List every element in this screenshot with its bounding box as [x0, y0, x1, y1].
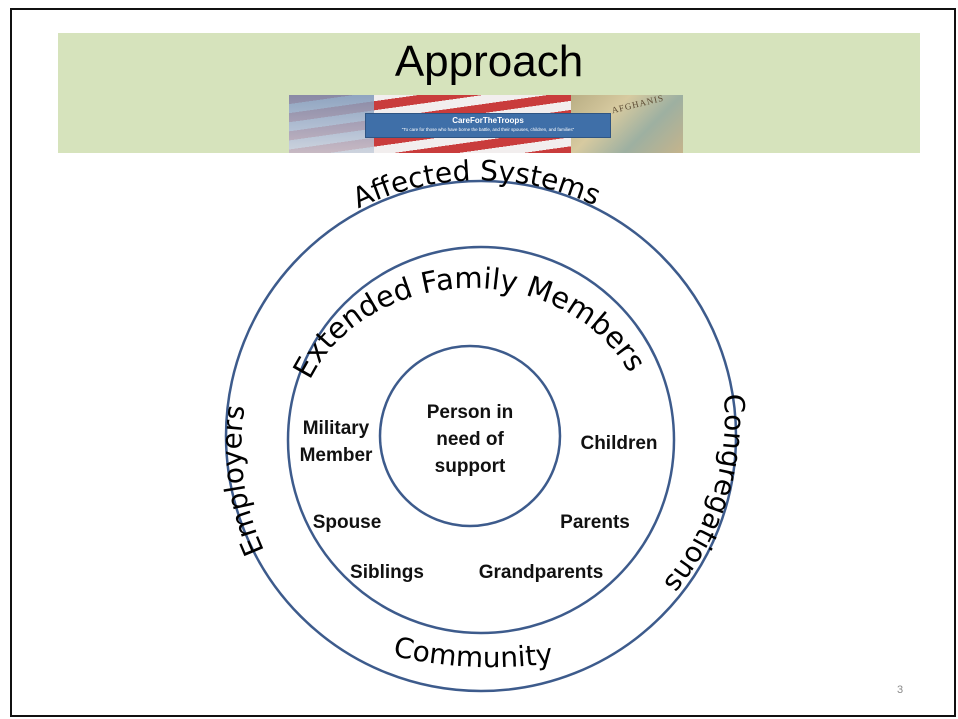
inner-circle: [378, 344, 562, 528]
congregations-label: Congregations: [658, 393, 751, 600]
banner-tagline: "To care for those who have borne the ba…: [401, 127, 575, 132]
middle-ring-circle: [286, 245, 676, 635]
military-member-label-line2: Member: [300, 445, 373, 466]
page-number: 3: [897, 684, 904, 696]
spouse-label: Spouse: [313, 512, 382, 533]
outer-ring-label-bottom: Community: [391, 630, 554, 674]
flag-canton: [289, 95, 374, 153]
employers-label: Employers: [215, 403, 270, 561]
outer-ring-label-left: Employers: [215, 403, 270, 561]
outer-ring-label-top: Affected Systems: [347, 154, 605, 215]
parents-label: Parents: [560, 512, 630, 533]
community-label: Community: [391, 630, 554, 674]
banner-brand: CareForTheTroops: [452, 116, 524, 125]
banner-text-box: CareForTheTroops "To care for those who …: [365, 113, 611, 138]
military-member-label-line1: Military: [303, 418, 370, 439]
care-for-the-troops-banner: AFGHANIS CareForTheTroops "To care for t…: [289, 95, 683, 153]
middle-ring-label-top: Extended Family Members: [286, 261, 653, 384]
siblings-label: Siblings: [350, 562, 424, 583]
center-label-line2: need of: [436, 429, 504, 450]
extended-family-members-label: Extended Family Members: [286, 261, 653, 384]
outer-ring-label-right: Congregations: [658, 393, 751, 600]
grandparents-label: Grandparents: [479, 562, 604, 583]
affected-systems-label: Affected Systems: [347, 154, 605, 215]
outer-ring-circle: [224, 179, 738, 693]
slide-title: Approach: [394, 37, 584, 86]
center-label-line3: support: [435, 456, 506, 477]
children-label: Children: [580, 433, 657, 454]
center-label-line1: Person in: [427, 402, 514, 423]
